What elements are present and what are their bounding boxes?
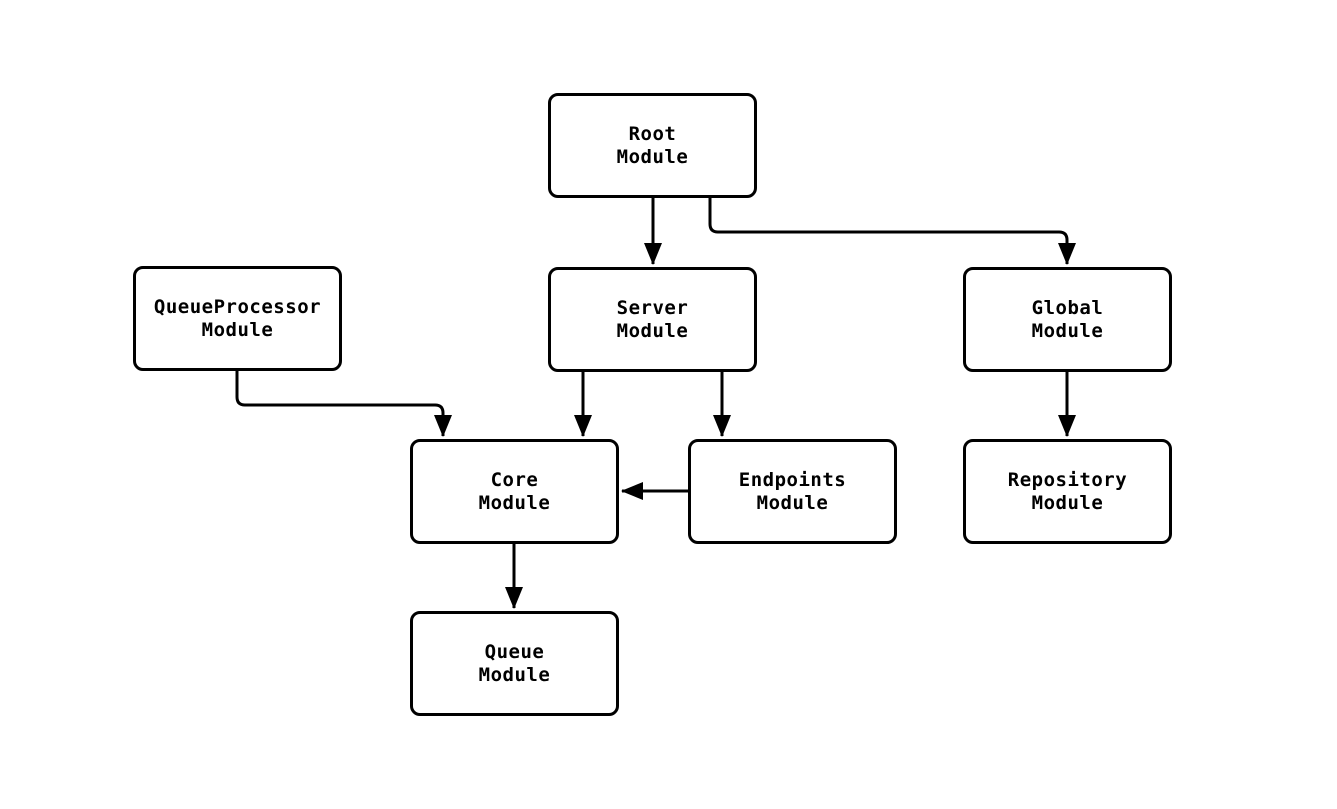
node-label-line1: Endpoints: [738, 468, 847, 491]
node-queueprocessor-module: QueueProcessor Module: [133, 266, 342, 371]
node-label-line1: Server: [616, 296, 689, 319]
node-label-line1: Global: [1031, 296, 1104, 319]
node-label-line2: Module: [1031, 319, 1104, 342]
node-server-module: Server Module: [548, 267, 757, 372]
node-endpoints-module: Endpoints Module: [688, 439, 897, 544]
edge-root-to-global: [708, 198, 1076, 265]
edge-queueprocessor-to-core: [235, 371, 452, 437]
node-label-line1: Core: [490, 468, 539, 491]
node-core-module: Core Module: [410, 439, 619, 544]
node-label-line2: Module: [756, 491, 829, 514]
node-label-line1: Repository: [1007, 468, 1128, 491]
node-repository-module: Repository Module: [963, 439, 1172, 544]
node-queue-module: Queue Module: [410, 611, 619, 716]
node-global-module: Global Module: [963, 267, 1172, 372]
node-label-line2: Module: [478, 491, 551, 514]
node-label-line2: Module: [616, 145, 689, 168]
node-label-line2: Module: [478, 663, 551, 686]
node-label-line1: Root: [628, 122, 677, 145]
node-root-module: Root Module: [548, 93, 757, 198]
node-label-line1: QueueProcessor: [153, 295, 322, 318]
node-label-line1: Queue: [484, 640, 545, 663]
node-label-line2: Module: [1031, 491, 1104, 514]
node-label-line2: Module: [201, 318, 274, 341]
node-label-line2: Module: [616, 319, 689, 342]
